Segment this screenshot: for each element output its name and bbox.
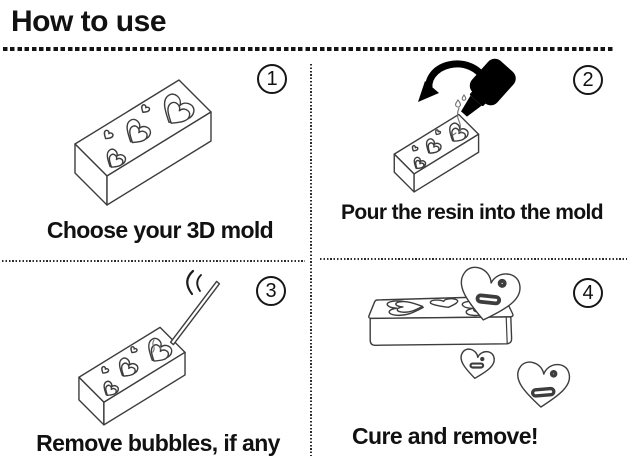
step-2-number-badge: 2	[573, 65, 603, 95]
step-1-number-badge: 1	[257, 64, 287, 94]
rotate-arrow-head	[418, 81, 439, 102]
needle-icon	[169, 280, 221, 346]
large-heart-icon	[513, 359, 573, 412]
dotted-divider-horizontal-left	[2, 260, 305, 262]
cured-hearts-icon	[368, 262, 573, 412]
resin-drip-icon	[452, 94, 467, 136]
rotate-arrow-icon	[425, 60, 488, 96]
step-4-caption: Cure and remove!	[352, 423, 539, 449]
dotted-divider-vertical	[310, 64, 312, 456]
step-2-caption: Pour the resin into the mold	[340, 201, 604, 224]
page-title: How to use	[11, 5, 167, 38]
bubble-marks	[152, 339, 162, 353]
small-heart-icon	[457, 346, 497, 382]
resin-bottle-icon	[461, 58, 516, 117]
needle-bubble-icon	[58, 269, 221, 438]
step-4-number-badge: 4	[573, 278, 603, 308]
step-1-caption: Choose your 3D mold	[46, 217, 274, 243]
step-3-caption: Remove bubbles, if any	[36, 430, 280, 456]
heart-mold-icon	[52, 68, 237, 218]
motion-lines-icon	[186, 269, 202, 296]
resin-bottle-pour-icon	[372, 58, 516, 200]
mold-icon	[394, 114, 478, 192]
step-3-number-badge: 3	[256, 276, 286, 306]
demolded-heart-icon	[454, 265, 522, 326]
mold-icon	[79, 327, 185, 425]
dotted-divider-horizontal-right	[320, 258, 627, 260]
dashed-divider-top	[3, 47, 615, 51]
